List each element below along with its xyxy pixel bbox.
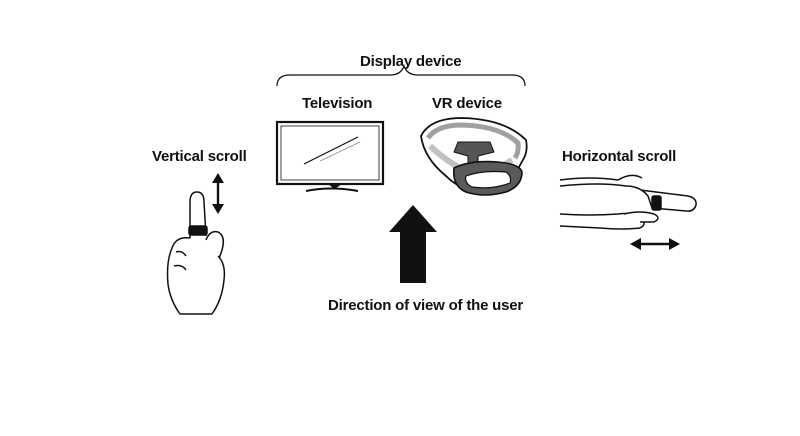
hand-vertical-scroll-icon [166, 191, 226, 315]
double-arrow-horizontal-icon [630, 238, 680, 250]
hand-horizontal-scroll-icon [559, 174, 697, 230]
television-label: Television [302, 95, 372, 112]
direction-of-view-label: Direction of view of the user [328, 297, 523, 314]
vertical-scroll-label: Vertical scroll [152, 148, 247, 165]
up-arrow-icon [389, 205, 437, 283]
television-icon [275, 120, 385, 192]
display-device-label: Display device [360, 53, 461, 70]
double-arrow-vertical-icon [212, 173, 224, 214]
vr-headset-icon [420, 117, 528, 196]
horizontal-scroll-label: Horizontal scroll [562, 148, 676, 165]
vr-device-label: VR device [432, 95, 502, 112]
display-device-bracket [276, 64, 526, 87]
